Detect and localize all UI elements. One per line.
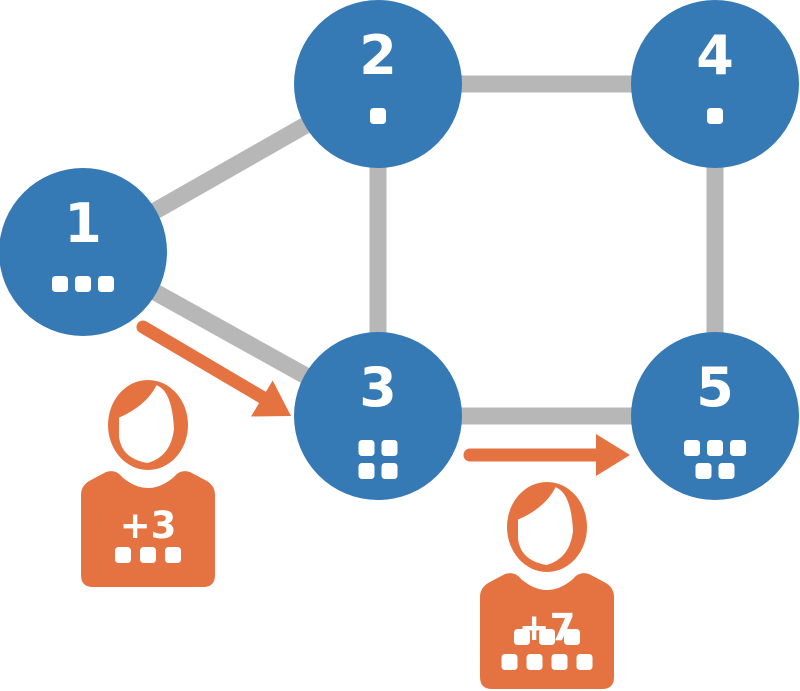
- token-icon: [358, 440, 375, 456]
- agent-1: +3: [81, 380, 215, 587]
- token-icon: [165, 547, 181, 563]
- arrow-head-icon: [596, 434, 630, 476]
- agent-body: [81, 471, 215, 587]
- token-icon: [52, 276, 68, 292]
- token-icon: [381, 440, 398, 456]
- node-circle: [294, 0, 462, 168]
- move-arrows: [136, 320, 630, 476]
- node-label: 4: [696, 24, 734, 87]
- move-arrow-2: [463, 434, 630, 476]
- node-label: 1: [64, 192, 102, 255]
- node-circle: [294, 332, 462, 500]
- agent-count: +3: [120, 504, 177, 547]
- node-2[interactable]: 2: [294, 0, 462, 168]
- token-icon: [551, 654, 568, 670]
- token-icon: [564, 629, 580, 645]
- token-icon: [526, 654, 543, 670]
- token-icon: [695, 463, 712, 479]
- node-5[interactable]: 5: [631, 332, 799, 500]
- node-circle: [0, 168, 167, 336]
- face-icon: [117, 382, 177, 466]
- nodes: 1 2 3 4 5: [0, 0, 799, 500]
- token-icon: [539, 629, 555, 645]
- token-icon: [718, 463, 735, 479]
- token-icon: [684, 440, 700, 456]
- token-icon: [381, 463, 398, 479]
- token-icon: [75, 276, 91, 292]
- agents: +3 +7: [81, 380, 614, 689]
- token-icon: [115, 547, 131, 563]
- node-label: 3: [359, 356, 397, 419]
- arrow-head-icon: [251, 380, 291, 417]
- token-icon: [501, 654, 518, 670]
- token-icon: [98, 276, 114, 292]
- node-circle: [631, 0, 799, 168]
- token-icon: [707, 108, 723, 124]
- token-icon: [514, 629, 530, 645]
- node-label: 5: [696, 356, 734, 419]
- node-label: 2: [359, 24, 397, 87]
- token-icon: [707, 440, 723, 456]
- node-3[interactable]: 3: [294, 332, 462, 500]
- node-4[interactable]: 4: [631, 0, 799, 168]
- token-icon: [358, 463, 375, 479]
- node-1[interactable]: 1: [0, 168, 167, 336]
- agent-2: +7: [480, 482, 614, 689]
- node-circle: [631, 332, 799, 500]
- token-icon: [370, 108, 386, 124]
- move-arrow-1: [136, 320, 291, 417]
- token-icon: [140, 547, 156, 563]
- token-icon: [576, 654, 593, 670]
- token-icon: [730, 440, 746, 456]
- face-icon: [516, 484, 576, 568]
